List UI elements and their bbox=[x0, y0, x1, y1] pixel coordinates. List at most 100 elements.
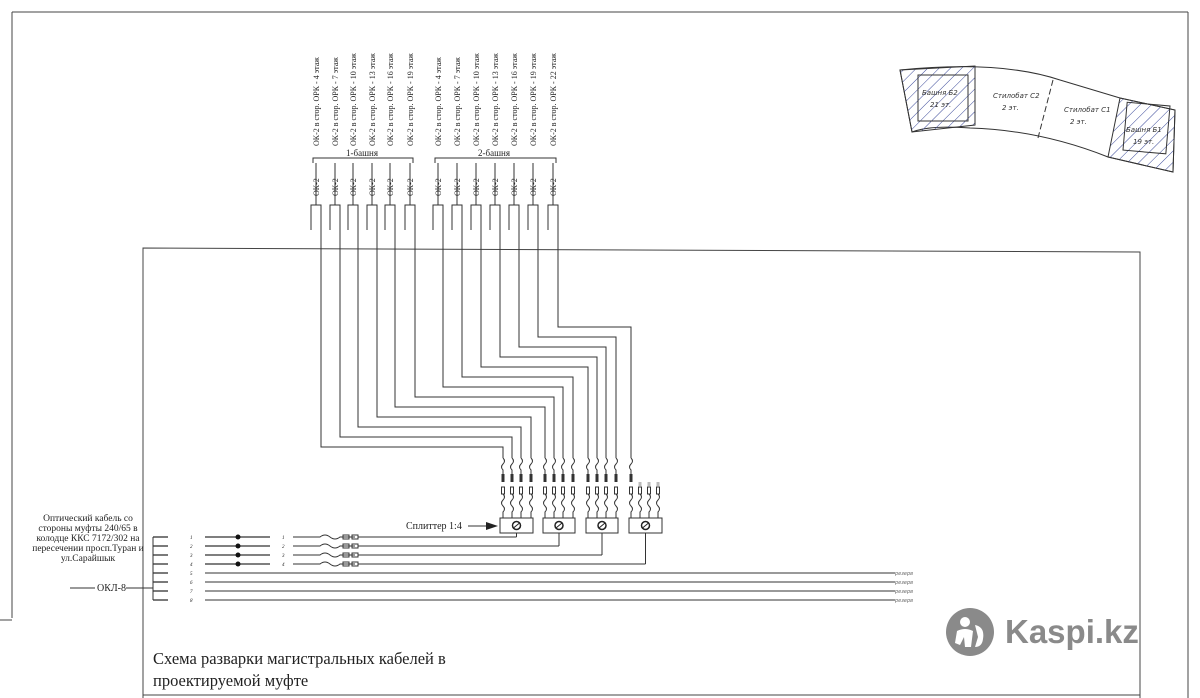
splice-sleeve-icon bbox=[510, 474, 514, 482]
fiber-number: 5 bbox=[190, 572, 193, 577]
building-plan: Башня Б2 21 эт. Стилобат С2 2 эт. Стилоб… bbox=[899, 65, 1176, 173]
fiber-wave bbox=[571, 457, 575, 474]
tower2-bracket bbox=[434, 157, 557, 163]
cable-destination-label: ОК-2 в стор. ОРК - 13 этаж bbox=[368, 53, 377, 146]
splitter-icon bbox=[555, 522, 563, 529]
connector-icon bbox=[342, 543, 350, 549]
cable-route bbox=[518, 230, 607, 458]
cable-route bbox=[537, 230, 617, 458]
cable-route bbox=[499, 230, 598, 458]
incoming-cable-description: Оптический кабель со стороны муфты 240/6… bbox=[32, 513, 144, 564]
diagram-caption: Схема разварки магистральных кабелей в п… bbox=[153, 648, 446, 692]
fiber-joint-dot bbox=[235, 534, 241, 540]
splice-holder-icon bbox=[638, 486, 642, 495]
splice-sleeve-icon bbox=[561, 474, 565, 482]
splice-sleeve-icon bbox=[586, 474, 590, 482]
fiber-wave bbox=[552, 493, 556, 518]
fiber-wave bbox=[293, 543, 355, 549]
cable-route bbox=[557, 230, 632, 458]
cable-mark-label: ОК-2 bbox=[529, 178, 538, 196]
cable-entry bbox=[310, 204, 322, 230]
fiber-wave bbox=[519, 493, 523, 518]
fiber-number: 3 bbox=[282, 554, 285, 559]
splitter-icon bbox=[598, 522, 606, 529]
fiber-number: 1 bbox=[282, 536, 285, 541]
fiber-wave bbox=[510, 457, 514, 474]
cable-destination-label: ОК-2 в стор. ОРК - 16 этаж bbox=[386, 53, 395, 146]
cable-destination-label: ОК-2 в стор. ОРК - 7 этаж bbox=[453, 57, 462, 146]
reserve-label: резерв bbox=[894, 571, 913, 577]
fiber-joint-dot bbox=[235, 543, 241, 549]
cable-entry bbox=[547, 204, 559, 230]
fiber-number: 2 bbox=[190, 545, 193, 550]
fiber-wave bbox=[293, 534, 355, 540]
splice-sleeve-icon bbox=[519, 474, 523, 482]
fiber-wave bbox=[629, 493, 633, 518]
fiber-wave bbox=[604, 493, 608, 518]
splice-holder-icon bbox=[614, 486, 618, 495]
fiber-wave bbox=[571, 493, 575, 518]
fiber-number: 2 bbox=[282, 545, 285, 550]
fiber-wave bbox=[519, 457, 523, 474]
connector-icon bbox=[342, 561, 350, 567]
cable-entry bbox=[329, 204, 341, 230]
splice-sleeve-icon bbox=[501, 474, 505, 482]
splice-sleeve-icon bbox=[629, 474, 633, 482]
fiber-number: 3 bbox=[190, 554, 193, 559]
splice-sleeve-icon bbox=[571, 474, 575, 482]
cable-route bbox=[339, 230, 513, 458]
plan-s1-floors: 2 эт. bbox=[1070, 118, 1087, 126]
splice-holder-icon bbox=[561, 486, 565, 495]
cable-entry bbox=[404, 204, 416, 230]
fiber-wave bbox=[638, 493, 642, 518]
cable-mark-label: ОК-2 bbox=[549, 178, 558, 196]
cable-destination-label: ОК-2 в стор. ОРК - 4 этаж bbox=[312, 57, 321, 146]
fiber-wave bbox=[595, 457, 599, 474]
caption-line-2: проектируемой муфте bbox=[153, 671, 309, 690]
splitter-arrow-icon bbox=[486, 522, 498, 530]
fiber-wave bbox=[614, 493, 618, 518]
cable-destination-label: ОК-2 в стор. ОРК - 4 этаж bbox=[434, 57, 443, 146]
fiber-wave bbox=[595, 493, 599, 518]
plan-s2-name: Стилобат С2 bbox=[993, 92, 1040, 100]
fiber-number: 4 bbox=[190, 563, 193, 568]
fiber-wave bbox=[293, 552, 355, 558]
cable-mark-label: ОК-2 bbox=[472, 178, 481, 196]
cable-entry bbox=[366, 204, 378, 230]
cable-route bbox=[461, 230, 574, 458]
cable-mark-label: ОК-2 bbox=[510, 178, 519, 196]
cable-route bbox=[414, 230, 555, 458]
cable-destination-label: ОК-2 в стор. ОРК - 19 этаж bbox=[529, 53, 538, 146]
reserve-label: резерв bbox=[894, 589, 913, 595]
cable-destination-label: ОК-2 в стор. ОРК - 13 этаж bbox=[491, 53, 500, 146]
splice-holder-icon bbox=[586, 486, 590, 495]
cable-route bbox=[376, 230, 532, 458]
plan-b1-floors: 19 эт. bbox=[1133, 138, 1154, 146]
cable-entry bbox=[470, 204, 482, 230]
fiber-wave bbox=[656, 493, 660, 518]
cable-mark-label: ОК-2 bbox=[386, 178, 395, 196]
fiber-number: 4 bbox=[282, 563, 285, 568]
splice-sleeve-icon bbox=[656, 482, 660, 486]
cable-entry bbox=[489, 204, 501, 230]
cable-destination-label: ОК-2 в стор. ОРК - 7 этаж bbox=[331, 57, 340, 146]
fiber-wave bbox=[561, 493, 565, 518]
tower1-bracket bbox=[312, 157, 414, 163]
fiber-wave bbox=[543, 493, 547, 518]
fiber-number: 7 bbox=[190, 590, 193, 595]
fiber-number: 6 bbox=[190, 581, 193, 586]
splice-holder-icon bbox=[629, 486, 633, 495]
splitter-icon bbox=[513, 522, 520, 529]
splice-sleeve-icon bbox=[529, 474, 533, 482]
fiber-wave bbox=[629, 457, 633, 474]
fiber-wave bbox=[614, 457, 618, 474]
fiber-joint-dot bbox=[235, 552, 241, 558]
cable-mark-label: ОК-2 bbox=[491, 178, 500, 196]
cable-entry bbox=[527, 204, 539, 230]
desc-line: пересечении просп.Туран и bbox=[32, 544, 144, 554]
splice-holder-icon bbox=[529, 486, 533, 495]
fiber-joint-dot bbox=[235, 561, 241, 567]
splice-holder-icon bbox=[501, 486, 505, 495]
fiber-wave bbox=[586, 457, 590, 474]
